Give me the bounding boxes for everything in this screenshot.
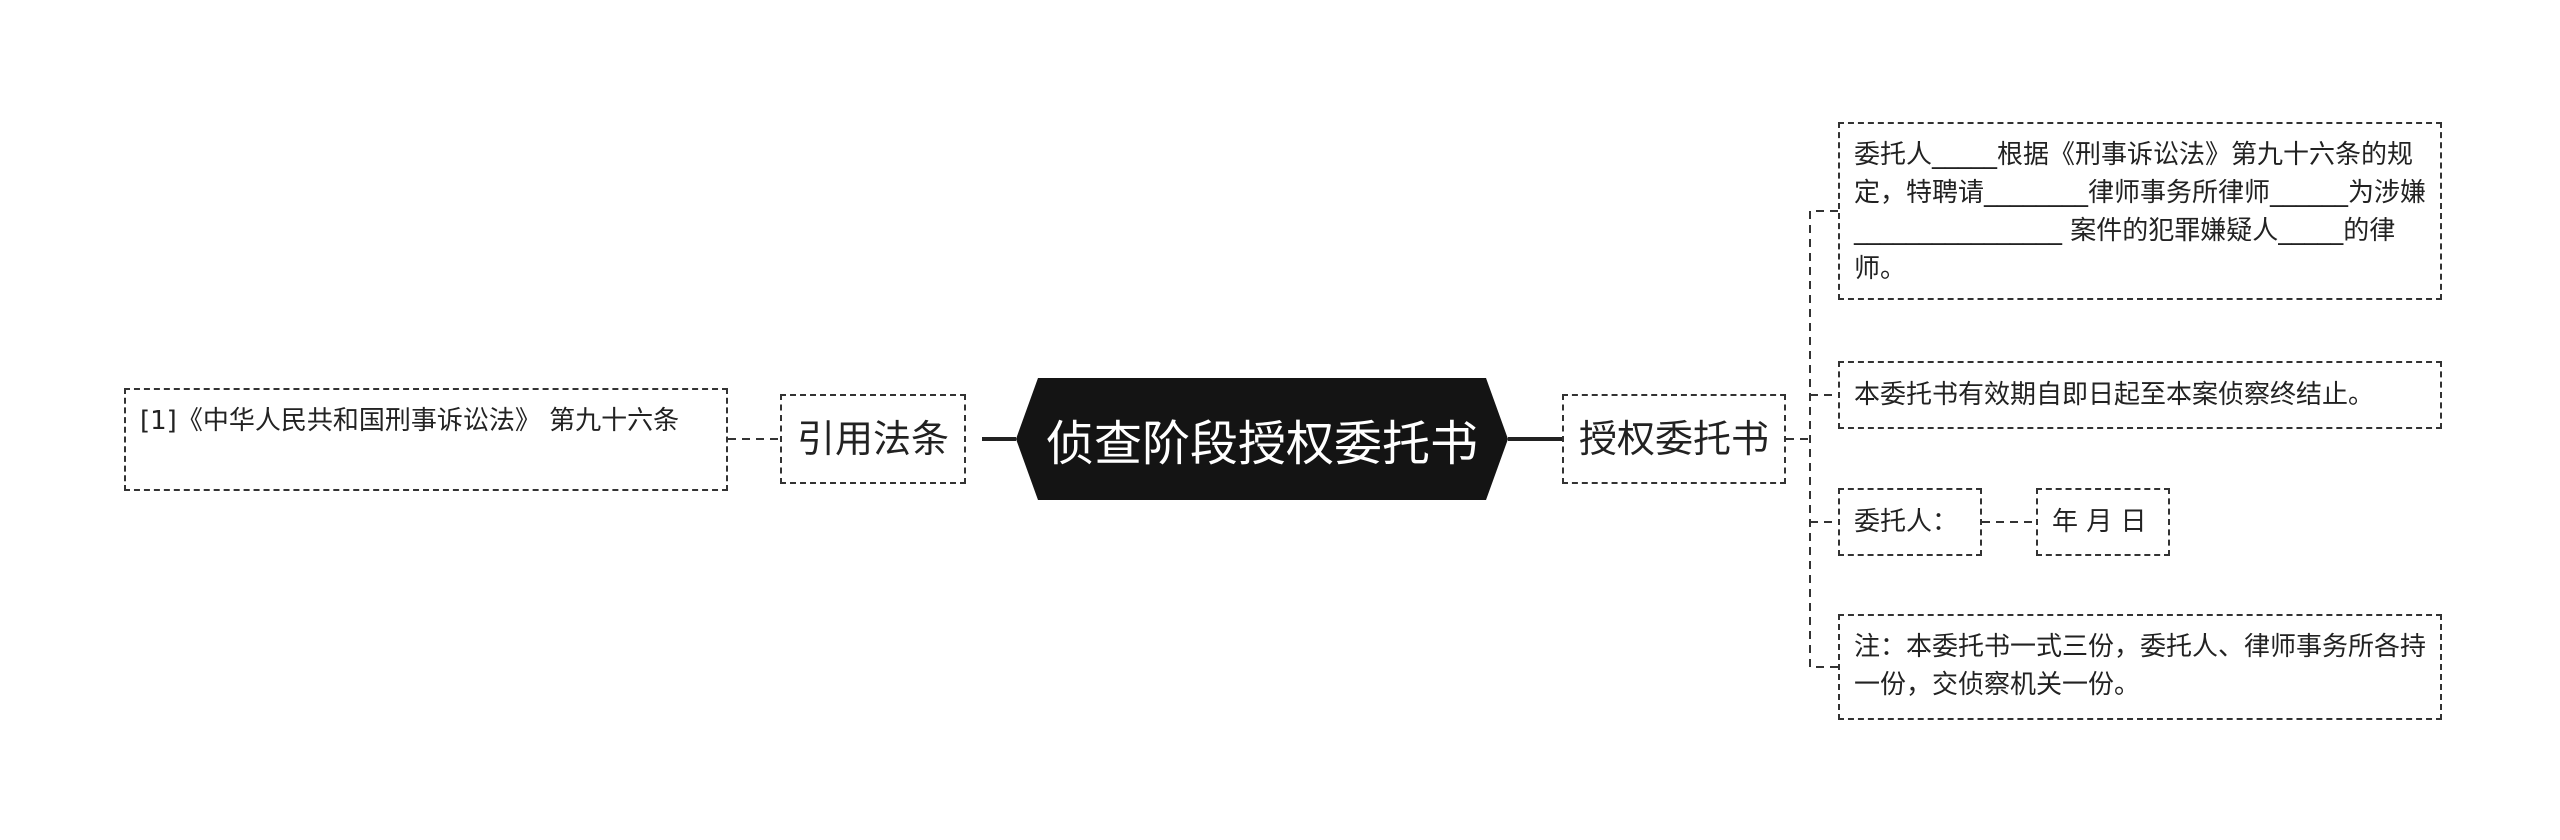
principal-signature: 委托人：	[1838, 488, 1982, 556]
topic-cited-law-label: 引用法条	[796, 417, 949, 461]
root-topic[interactable]: 侦查阶段授权委托书	[1016, 378, 1508, 500]
copies-note-text: 注：本委托书一式三份，委托人、律师事务所各持一份，交侦察机关一份。	[1854, 632, 2427, 700]
cited-law-article: [1]《中华人民共和国刑事诉讼法》 第九十六条	[124, 388, 728, 491]
topic-power-of-attorney[interactable]: 授权委托书	[1562, 394, 1786, 484]
root-topic-label: 侦查阶段授权委托书	[1045, 416, 1478, 472]
topic-power-of-attorney-label: 授权委托书	[1578, 417, 1769, 461]
copies-note: 注：本委托书一式三份，委托人、律师事务所各持一份，交侦察机关一份。	[1838, 614, 2442, 720]
validity-period-text: 本委托书有效期自即日起至本案侦察终结止。	[1854, 380, 2375, 410]
attorney-statement: 委托人_____根据《刑事诉讼法》第九十六条的规定，特聘请________律师事…	[1838, 122, 2442, 300]
principal-signature-text: 委托人：	[1854, 507, 1959, 537]
cited-law-text: [1]《中华人民共和国刑事诉讼法》 第九十六条	[140, 406, 680, 436]
topic-cited-law[interactable]: 引用法条	[780, 394, 966, 484]
signature-date-text: 年 月 日	[2052, 507, 2147, 537]
connector-right-bracket	[1786, 210, 1838, 668]
attorney-statement-text: 委托人_____根据《刑事诉讼法》第九十六条的规定，特聘请________律师事…	[1854, 140, 2427, 284]
validity-period: 本委托书有效期自即日起至本案侦察终结止。	[1838, 361, 2442, 429]
signature-date: 年 月 日	[2036, 488, 2170, 556]
